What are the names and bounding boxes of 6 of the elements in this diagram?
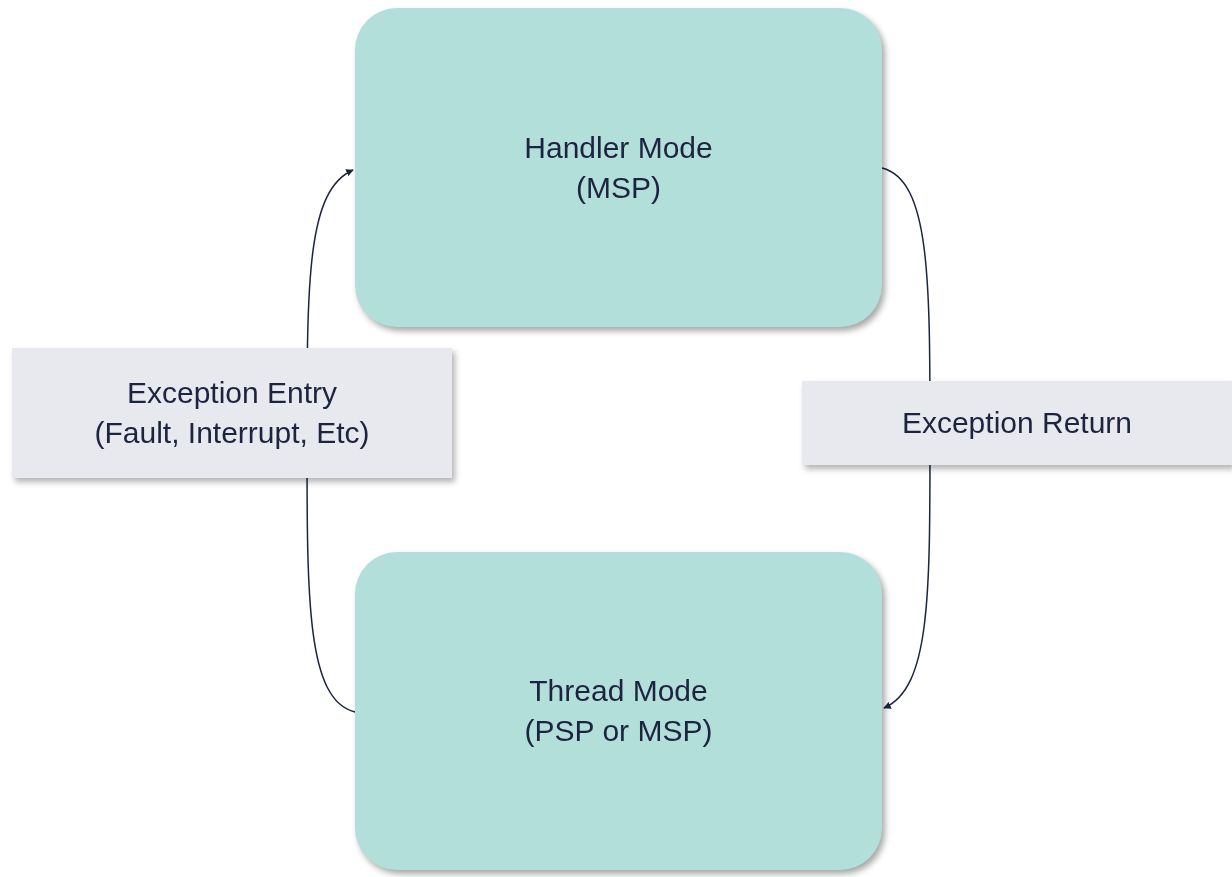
mode-box	[355, 552, 882, 870]
mode-label: Handler Mode (MSP)	[523, 129, 714, 206]
edge-label: Exception Return	[900, 405, 1134, 441]
mode-box	[355, 8, 882, 327]
edge-label: Exception Entry (Fault, Interrupt, Etc)	[93, 375, 371, 451]
mode-label: Thread Mode (PSP or MSP)	[523, 673, 714, 749]
